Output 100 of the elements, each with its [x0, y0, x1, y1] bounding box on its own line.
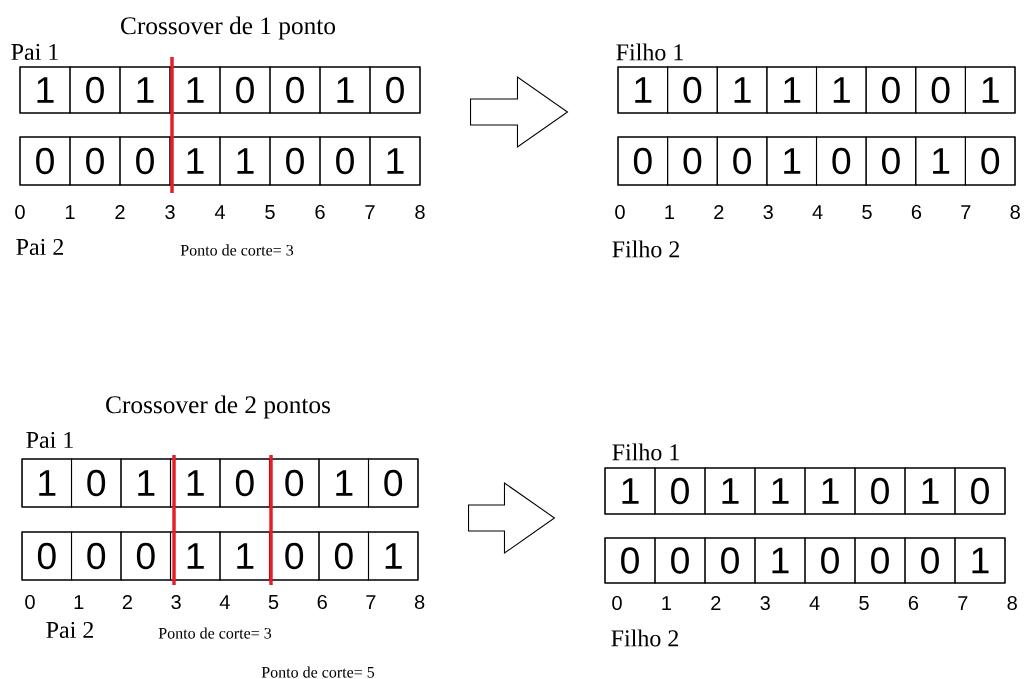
chromosome-label: Pai 2	[16, 238, 64, 256]
bit-cell: 0	[70, 458, 122, 508]
bit-cell: 0	[704, 537, 756, 584]
position-number: 8	[414, 594, 425, 610]
bit-cell: 0	[915, 66, 966, 114]
cut-point-note: Ponto de corte= 3	[158, 627, 272, 639]
bit-cell: 0	[318, 531, 370, 581]
position-number: 2	[711, 596, 721, 610]
bit-cell: 1	[367, 531, 419, 581]
bit-cell: 0	[367, 458, 419, 508]
position-number: 5	[265, 205, 275, 219]
chromosome-label: Pai 2	[46, 621, 94, 639]
position-number: 8	[415, 204, 425, 220]
bit-cell: 1	[617, 66, 669, 114]
bit-cell: 1	[804, 467, 856, 515]
bit-cell: 0	[70, 531, 122, 581]
position-number: 5	[859, 596, 869, 610]
bit-cell: 0	[854, 537, 906, 584]
cut-point-note: Ponto de corte= 5	[261, 666, 375, 678]
position-number: 4	[809, 596, 820, 610]
bit-cell: 0	[119, 136, 171, 186]
position-number: 6	[317, 594, 327, 610]
heading: Crossover de 1 ponto	[121, 16, 336, 40]
bit-cell: 1	[904, 467, 956, 515]
position-number: 2	[122, 595, 132, 609]
bit-cell: 0	[269, 66, 321, 114]
bit-cell: 0	[854, 467, 906, 515]
position-number: 5	[862, 205, 872, 219]
bit-cell: 1	[964, 66, 1016, 114]
bit-cell: 1	[219, 531, 271, 581]
position-number: 8	[1007, 595, 1017, 611]
position-number: 1	[74, 595, 84, 609]
bit-cell: 1	[318, 458, 370, 508]
bit-cell: 1	[754, 537, 806, 584]
bit-cell: 0	[954, 467, 1006, 515]
position-number: 8	[1010, 204, 1020, 220]
bit-cell: 0	[219, 66, 271, 114]
heading: Crossover de 2 pontos	[106, 395, 331, 419]
position-number: 7	[366, 595, 376, 609]
bit-cell: 0	[804, 537, 856, 584]
bit-cell: 1	[915, 136, 966, 186]
bit-cell: 1	[954, 537, 1006, 584]
bit-cell: 0	[604, 537, 656, 584]
position-number: 0	[612, 595, 622, 611]
bit-cell: 1	[19, 66, 71, 114]
bit-cell: 0	[69, 66, 121, 114]
position-number: 7	[958, 596, 968, 610]
bit-cell: 0	[654, 467, 706, 515]
bit-cell: 0	[120, 531, 172, 581]
position-number: 7	[961, 205, 971, 219]
position-number: 7	[365, 205, 375, 219]
position-number: 4	[812, 205, 823, 219]
bit-cell: 0	[369, 66, 421, 114]
chromosome-label: Pai 1	[11, 43, 58, 61]
bit-cell: 1	[369, 136, 421, 186]
bit-cell: 0	[268, 458, 320, 508]
bit-cell: 1	[169, 458, 221, 508]
chromosome-label: Filho 2	[612, 240, 680, 258]
bit-cell: 1	[815, 66, 867, 114]
bit-cell: 0	[219, 458, 271, 508]
bit-cell: 0	[667, 66, 718, 114]
bit-cell: 0	[268, 531, 320, 581]
block-arrow	[470, 76, 569, 149]
bit-cell: 0	[69, 136, 121, 186]
bit-cell: 0	[865, 136, 917, 186]
position-number: 1	[65, 205, 75, 219]
bit-cell: 1	[704, 467, 756, 515]
chromosome-label: Filho 2	[611, 629, 679, 647]
position-number: 0	[15, 204, 25, 220]
position-number: 6	[315, 204, 325, 220]
cut-point-note: Ponto de corte= 3	[180, 244, 294, 256]
position-number: 1	[662, 596, 671, 610]
bit-cell: 1	[604, 467, 656, 515]
bit-cell: 0	[667, 136, 718, 186]
bit-cell: 0	[21, 531, 73, 581]
position-number: 3	[760, 595, 770, 611]
bit-cell: 1	[716, 66, 768, 114]
position-number: 3	[763, 204, 773, 220]
bit-cell: 1	[319, 66, 371, 114]
chromosome-label: Filho 1	[616, 43, 683, 61]
position-number: 3	[171, 594, 181, 610]
bit-cell: 0	[865, 66, 917, 114]
position-number: 1	[665, 205, 674, 219]
bit-cell: 1	[766, 136, 818, 186]
bit-cell: 0	[964, 136, 1016, 186]
bit-cell: 0	[716, 136, 768, 186]
bit-cell: 0	[617, 136, 669, 186]
chromosome-label: Filho 1	[612, 443, 679, 461]
bit-cell: 1	[120, 458, 172, 508]
position-number: 4	[219, 595, 230, 609]
bit-cell: 1	[219, 136, 271, 186]
position-number: 2	[115, 205, 125, 219]
position-number: 6	[911, 204, 922, 220]
position-number: 0	[615, 204, 625, 220]
bit-cell: 1	[119, 66, 171, 114]
bit-cell: 1	[169, 531, 221, 581]
block-arrow	[468, 482, 556, 555]
bit-cell: 0	[19, 136, 71, 186]
position-number: 0	[25, 594, 35, 610]
bit-cell: 1	[754, 467, 806, 515]
